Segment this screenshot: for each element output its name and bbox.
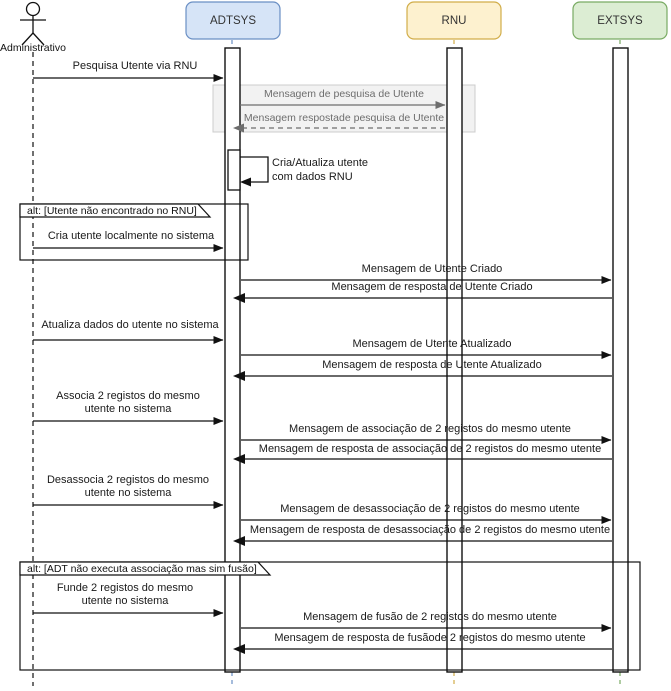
message-label-m4: Mensagem de resposta de Utente Criado — [331, 281, 532, 293]
message-m16[interactable]: Mensagem de resposta de fusãode 2 regist… — [233, 632, 612, 654]
message-m1[interactable]: Pesquisa Utente via RNU — [33, 60, 224, 82]
message-label-ref-1: Mensagem de pesquisa de Utente — [264, 88, 424, 100]
message-m6[interactable]: Mensagem de Utente Atualizado — [241, 338, 612, 359]
message-m3[interactable]: Mensagem de Utente Criado — [241, 263, 612, 284]
message-m11[interactable]: Desassocia 2 registos do mesmo utente no… — [33, 474, 224, 509]
message-label-m15: Mensagem de fusão de 2 registos do mesmo… — [303, 611, 557, 623]
message-m7[interactable]: Mensagem de resposta de Utente Atualizad… — [233, 359, 612, 381]
message-label-m1: Pesquisa Utente via RNU — [73, 60, 198, 72]
message-label-m7: Mensagem de resposta de Utente Atualizad… — [322, 359, 542, 371]
message-m10[interactable]: Mensagem de resposta de associação de 2 … — [233, 443, 612, 464]
participant-adtsys[interactable]: ADTSYS — [185, 1, 281, 40]
message-label-m11-line1: Desassocia 2 registos do mesmo — [47, 474, 209, 486]
activation-bar-adtsys — [224, 47, 241, 673]
message-self-cria-atualiza[interactable]: Cria/Atualiza utente com dados RNU — [240, 156, 368, 187]
message-label-m9: Mensagem de associação de 2 registos do … — [289, 423, 571, 435]
message-label-m14-line2: utente no sistema — [82, 595, 170, 607]
message-m5[interactable]: Atualiza dados do utente no sistema — [33, 319, 224, 344]
message-m2[interactable]: Cria utente localmente no sistema — [33, 230, 224, 252]
ref-frame-rnu-lookup — [212, 84, 476, 133]
message-ref-1[interactable]: Mensagem de pesquisa de Utente — [240, 88, 446, 109]
message-label-m8-line1: Associa 2 registos do mesmo — [56, 390, 200, 402]
message-m14[interactable]: Funde 2 registos do mesmo utente no sist… — [33, 582, 224, 617]
participant-rnu[interactable]: RNU — [406, 1, 502, 40]
message-label-m6: Mensagem de Utente Atualizado — [353, 338, 512, 350]
message-label-ref-2: Mensagem respostade pesquisa de Utente — [244, 112, 444, 124]
fragment-alt2: alt: [ADT não executa associação mas sim… — [19, 561, 641, 671]
activation-bar-rnu — [446, 47, 463, 673]
message-m15[interactable]: Mensagem de fusão de 2 registos do mesmo… — [241, 611, 612, 632]
message-label-m16: Mensagem de resposta de fusãode 2 regist… — [274, 632, 585, 644]
participant-label-adtsys: ADTSYS — [210, 15, 256, 27]
fragment-alt1: alt: [Utente não encontrado no RNU] — [19, 203, 249, 261]
message-label-m12: Mensagem de desassociação de 2 registos … — [280, 503, 580, 515]
message-label-self-2: com dados RNU — [272, 171, 353, 183]
message-label-m14-line1: Funde 2 registos do mesmo — [57, 582, 193, 594]
message-m12[interactable]: Mensagem de desassociação de 2 registos … — [241, 503, 612, 524]
message-m9[interactable]: Mensagem de associação de 2 registos do … — [241, 423, 612, 444]
message-m8[interactable]: Associa 2 registos do mesmo utente no si… — [33, 390, 224, 425]
message-m13[interactable]: Mensagem de resposta de desassociação de… — [233, 524, 612, 546]
message-label-m5: Atualiza dados do utente no sistema — [41, 319, 219, 331]
message-label-m11-line2: utente no sistema — [85, 487, 173, 499]
activation-bar-adtsys-self — [227, 149, 241, 191]
message-label-self-1: Cria/Atualiza utente — [272, 157, 368, 169]
message-label-m10: Mensagem de resposta de associação de 2 … — [259, 443, 601, 455]
activation-bar-extsys — [612, 47, 629, 673]
fragment-label-alt1: alt: [Utente não encontrado no RNU] — [27, 205, 197, 217]
participant-label-rnu: RNU — [442, 15, 467, 27]
message-ref-2[interactable]: Mensagem respostade pesquisa de Utente — [233, 112, 445, 133]
participant-extsys[interactable]: EXTSYS — [572, 1, 668, 40]
message-label-m2: Cria utente localmente no sistema — [48, 230, 215, 242]
actor-label: Administrativo — [0, 42, 66, 54]
participant-label-extsys: EXTSYS — [597, 15, 643, 27]
fragment-label-alt2: alt: [ADT não executa associação mas sim… — [27, 563, 257, 575]
actor-administrativo[interactable]: Administrativo — [0, 1, 66, 55]
message-m4[interactable]: Mensagem de resposta de Utente Criado — [233, 281, 612, 303]
message-label-m3: Mensagem de Utente Criado — [362, 263, 503, 275]
message-label-m8-line2: utente no sistema — [85, 403, 173, 415]
message-label-m13: Mensagem de resposta de desassociação de… — [250, 524, 610, 536]
actor-head-icon — [25, 1, 41, 17]
